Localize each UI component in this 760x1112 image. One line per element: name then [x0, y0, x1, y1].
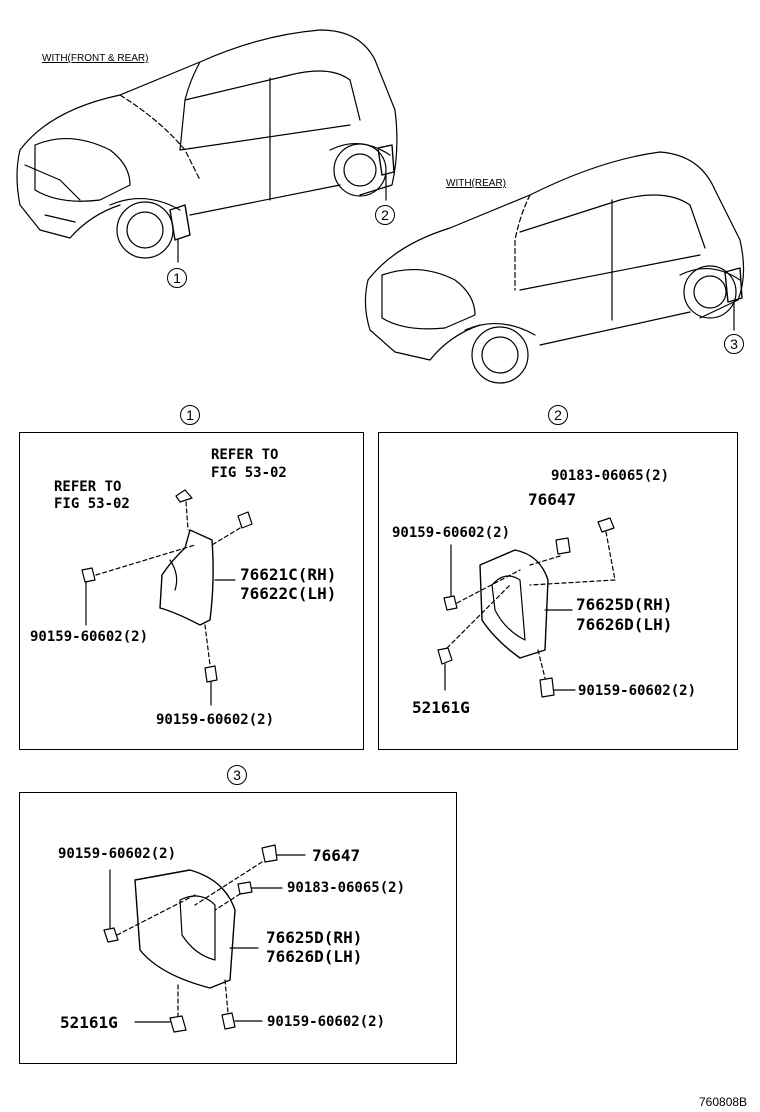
panel2-clip[interactable]: 90183-06065(2)	[551, 468, 670, 484]
callout-1[interactable]: 1	[167, 268, 187, 288]
panel2-screw-bottom[interactable]: 90159-60602(2)	[578, 683, 697, 699]
panel1-refer-left: REFER TO	[54, 479, 122, 495]
panel1-parts-art	[81, 489, 253, 706]
panel1-fig-left: FIG 53-02	[54, 496, 130, 512]
callout-3[interactable]: 3	[724, 334, 744, 354]
panel3-part-lh[interactable]: 76626D(LH)	[266, 947, 363, 966]
panel2-rivet[interactable]: 52161G	[412, 698, 470, 717]
panel1-part-lh[interactable]: 76622C(LH)	[240, 584, 337, 603]
panel2-parts-art	[437, 517, 616, 698]
panel1-screw-bottom[interactable]: 90159-60602(2)	[156, 712, 275, 728]
panel2-part-rh[interactable]: 76625D(RH)	[576, 595, 673, 614]
car-rear-illustration	[364, 151, 745, 384]
with-rear-label: WITH(REAR)	[446, 178, 506, 189]
panel1-refer-right: REFER TO	[211, 447, 279, 463]
panel3-parts-art	[103, 844, 306, 1033]
panel3-screw-left[interactable]: 90159-60602(2)	[58, 846, 177, 862]
panel2	[378, 432, 738, 750]
car-front-rear-illustration	[16, 29, 398, 263]
panel3-bracket[interactable]: 76647	[312, 846, 361, 865]
panel3-clip[interactable]: 90183-06065(2)	[287, 880, 406, 896]
panel2-screw-left[interactable]: 90159-60602(2)	[392, 525, 511, 541]
panel3-rivet[interactable]: 52161G	[60, 1013, 118, 1032]
panel3-screw-bottom[interactable]: 90159-60602(2)	[267, 1014, 386, 1030]
callout-2[interactable]: 2	[375, 205, 395, 225]
figure-code: 760808B	[699, 1095, 748, 1109]
panel1-title: 1	[180, 405, 200, 425]
panel2-title: 2	[548, 405, 568, 425]
panel1-screw-left[interactable]: 90159-60602(2)	[30, 629, 149, 645]
panel2-bracket[interactable]: 76647	[528, 490, 577, 509]
panel2-part-lh[interactable]: 76626D(LH)	[576, 615, 673, 634]
panel1-fig-right: FIG 53-02	[211, 465, 287, 481]
panel3-title: 3	[227, 765, 247, 785]
panel3-part-rh[interactable]: 76625D(RH)	[266, 928, 363, 947]
with-front-rear-label: WITH(FRONT & REAR)	[42, 53, 149, 64]
panel3	[19, 792, 457, 1064]
panel1-part-rh[interactable]: 76621C(RH)	[240, 565, 337, 584]
panel1	[19, 432, 364, 750]
